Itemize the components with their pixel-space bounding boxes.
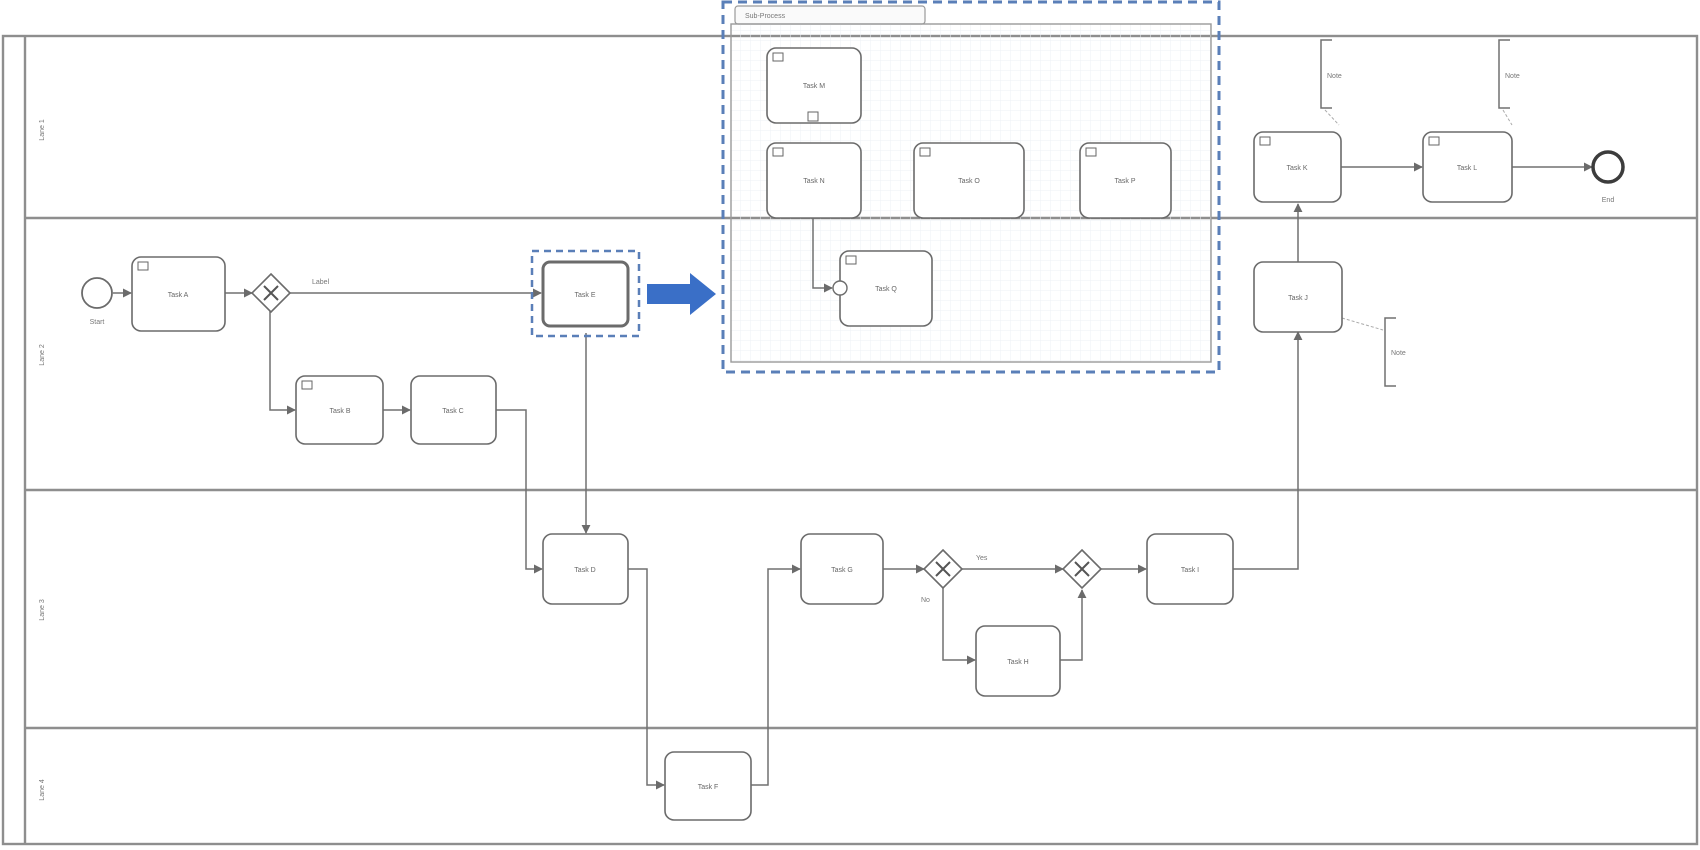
task-h-label: Task H — [1007, 659, 1028, 666]
annotation-2-text: Note — [1505, 73, 1520, 80]
task-h[interactable]: Task H — [975, 625, 1061, 697]
flow-label-gw1: Label — [312, 279, 330, 286]
task-m-label: Task M — [803, 83, 825, 90]
flow-taskC-taskD — [496, 409, 543, 574]
flow-label-gw2-yes: Yes — [976, 555, 988, 562]
task-g-label: Task G — [831, 567, 853, 574]
annotation-3[interactable]: Note — [1341, 317, 1406, 387]
flow-taskN-taskQ — [812, 218, 833, 293]
task-l[interactable]: Task L — [1422, 131, 1513, 203]
lane-label-2: Lane 2 — [39, 344, 46, 366]
task-a-label: Task A — [168, 292, 189, 299]
lane-label-4: Lane 4 — [39, 779, 46, 801]
task-e-selected[interactable]: Task E — [530, 249, 641, 338]
task-c[interactable]: Task C — [410, 375, 497, 445]
task-k[interactable]: Task K — [1253, 131, 1342, 203]
annotation-1[interactable]: Note — [1320, 39, 1342, 126]
task-q-label: Task Q — [875, 286, 897, 293]
task-d-label: Task D — [574, 567, 595, 574]
task-q[interactable]: Task Q — [832, 250, 933, 327]
task-o[interactable]: Task O — [913, 142, 1025, 219]
lane-label-1: Lane 1 — [39, 119, 46, 141]
task-g[interactable]: Task G — [800, 533, 884, 605]
subprocess-title: Sub-Process — [745, 13, 786, 20]
task-f-label: Task F — [698, 784, 719, 791]
expand-arrow[interactable] — [647, 273, 716, 315]
task-o-label: Task O — [958, 178, 980, 185]
task-d[interactable]: Task D — [542, 533, 629, 605]
task-a[interactable]: Task A — [131, 256, 226, 332]
task-e-label: Task E — [574, 292, 595, 299]
task-p-label: Task P — [1114, 178, 1135, 185]
end-event[interactable]: End — [1591, 150, 1625, 204]
lane-label-3: Lane 3 — [39, 599, 46, 621]
task-k-label: Task K — [1286, 165, 1307, 172]
task-e-selection — [530, 249, 641, 338]
task-j[interactable]: Task J — [1253, 261, 1343, 333]
flow-taskF-taskG — [751, 564, 801, 786]
annotation-3-text: Note — [1391, 350, 1406, 357]
gateway-1[interactable] — [250, 272, 292, 314]
task-b-label: Task B — [329, 408, 350, 415]
flow-taskD-taskF — [628, 568, 665, 790]
flow-taskH-gw3 — [1060, 589, 1087, 661]
boundary-event[interactable] — [832, 280, 848, 296]
task-i[interactable]: Task I — [1146, 533, 1234, 605]
gateway-3[interactable] — [1061, 548, 1103, 590]
task-j-label: Task J — [1288, 295, 1308, 302]
task-n-label: Task N — [803, 178, 824, 185]
annotation-2[interactable]: Note — [1498, 39, 1520, 126]
flow-taskI-taskJ — [1233, 331, 1303, 570]
task-i-label: Task I — [1181, 567, 1199, 574]
task-c-label: Task C — [442, 408, 463, 415]
flow-gw2-taskH — [942, 588, 976, 665]
flow-gw1-taskB — [269, 311, 296, 415]
task-n[interactable]: Task N — [766, 142, 862, 219]
task-p[interactable]: Task P — [1079, 142, 1172, 219]
start-event[interactable]: Start — [81, 277, 113, 326]
sequence-flows — [113, 162, 1593, 790]
task-f[interactable]: Task F — [664, 751, 752, 821]
end-event-label: End — [1602, 197, 1615, 204]
task-m[interactable]: Task M — [766, 47, 862, 124]
annotation-1-text: Note — [1327, 73, 1342, 80]
gateway-2[interactable] — [922, 548, 964, 590]
start-event-label: Start — [90, 319, 105, 326]
subprocess-selection — [721, 0, 1221, 374]
task-b[interactable]: Task B — [295, 375, 384, 445]
flow-label-gw2-no: No — [921, 597, 930, 604]
task-l-label: Task L — [1457, 165, 1477, 172]
